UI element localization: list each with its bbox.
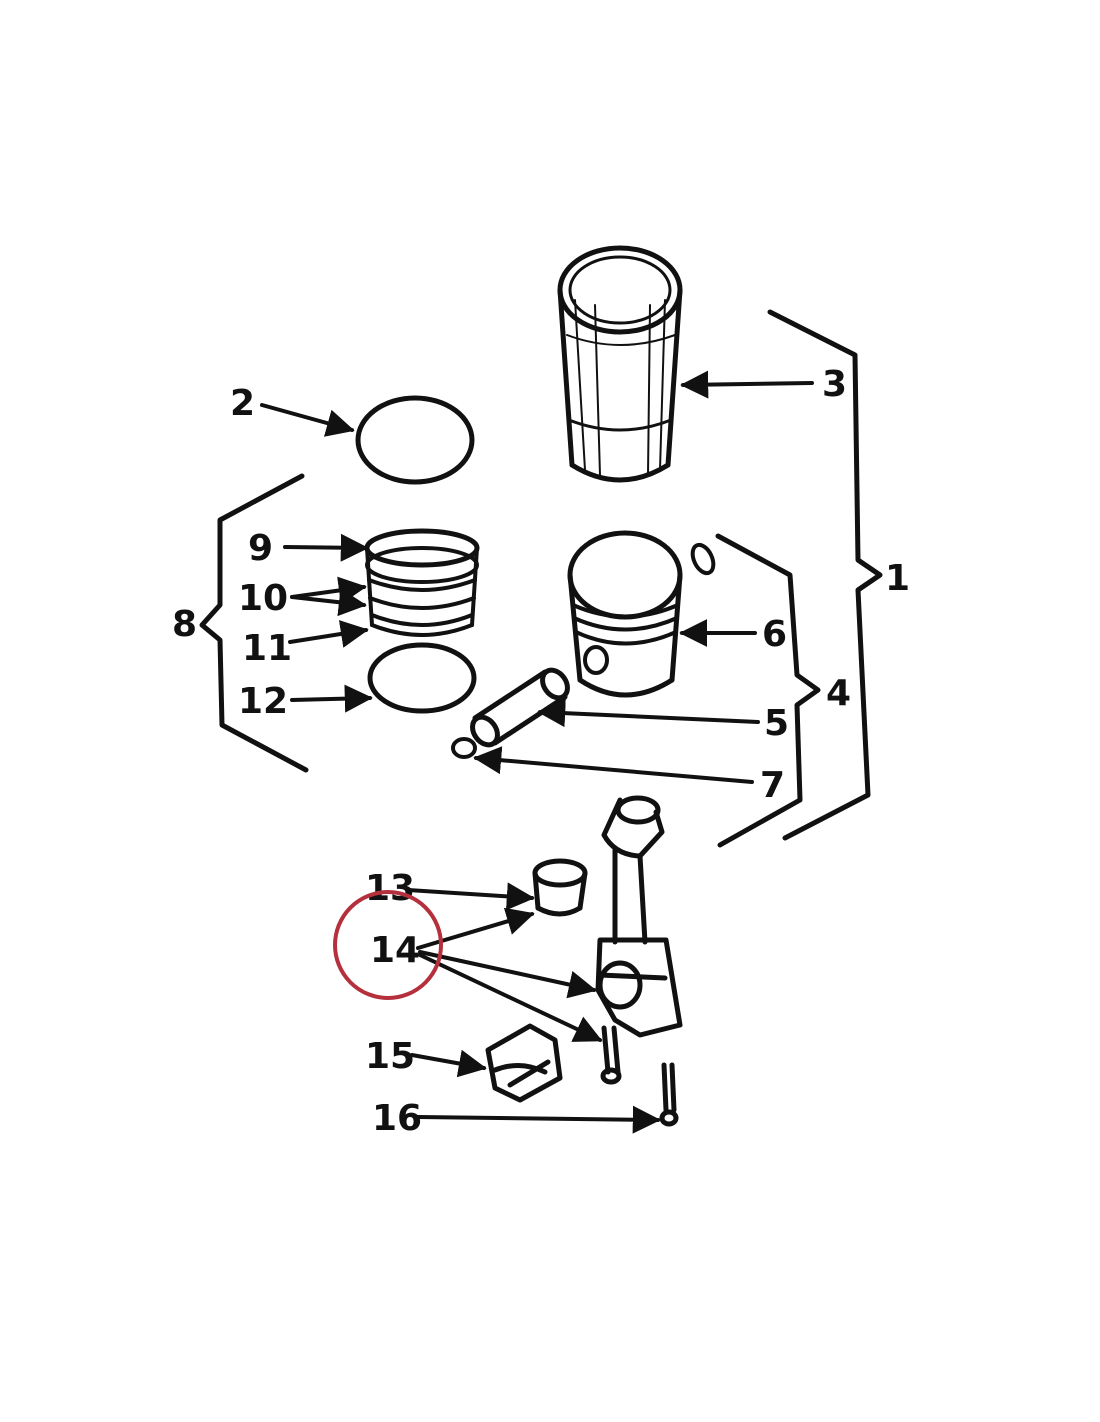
part-bolt <box>600 1025 622 1085</box>
part-piston-pin <box>470 667 570 748</box>
leader-5 <box>537 699 760 728</box>
callout-8: 8 <box>172 604 197 645</box>
part-piston-ring-set <box>364 528 480 637</box>
bracket-assembly-4 <box>715 533 821 848</box>
callout-12: 12 <box>238 681 288 722</box>
leader-14b <box>418 950 597 999</box>
callout-10: 10 <box>238 578 288 619</box>
leader-13 <box>406 882 535 911</box>
callout-16: 16 <box>372 1098 422 1139</box>
parts-layer <box>355 245 716 1127</box>
bracket-assembly-1 <box>767 309 883 841</box>
callout-labels: 1 2 3 4 5 6 7 8 9 10 11 12 13 14 15 16 <box>172 364 910 1139</box>
bracket-assembly-8 <box>199 473 309 773</box>
part-cylinder-sleeve <box>557 245 683 483</box>
leader-14a <box>416 907 535 950</box>
part-bearing-shells <box>485 1023 563 1103</box>
leader-14c <box>418 953 603 1042</box>
leader-3 <box>680 370 814 399</box>
leader-9 <box>283 533 369 562</box>
callout-13: 13 <box>365 868 415 909</box>
leader-15 <box>410 1049 487 1078</box>
part-o-ring <box>355 395 475 485</box>
brackets-layer <box>199 309 883 848</box>
part-connecting-rod <box>595 795 683 1038</box>
leader-12 <box>290 684 373 713</box>
callout-1: 1 <box>885 558 910 599</box>
callout-14: 14 <box>370 930 420 971</box>
part-piston <box>567 530 683 698</box>
part-bolt-long <box>659 1062 679 1127</box>
callout-7: 7 <box>760 765 785 806</box>
callout-2: 2 <box>230 383 255 424</box>
leader-lines <box>260 370 814 1134</box>
callout-6: 6 <box>762 614 787 655</box>
leader-16 <box>416 1105 661 1134</box>
callout-15: 15 <box>365 1036 415 1077</box>
callout-3: 3 <box>822 364 847 405</box>
leader-10a <box>290 576 367 605</box>
leader-10b <box>290 588 367 617</box>
callout-5: 5 <box>764 703 789 744</box>
callout-4: 4 <box>826 673 851 714</box>
callout-9: 9 <box>248 528 273 569</box>
leader-11 <box>288 620 369 648</box>
highlight-circle-14 <box>333 890 443 1000</box>
part-retainer-clip-upper <box>690 542 716 576</box>
part-ring <box>367 642 477 714</box>
callout-11: 11 <box>242 628 292 669</box>
part-retainer-clip <box>451 737 477 759</box>
part-bushing <box>532 858 588 917</box>
leader-2 <box>260 403 355 437</box>
leader-7 <box>473 746 754 784</box>
